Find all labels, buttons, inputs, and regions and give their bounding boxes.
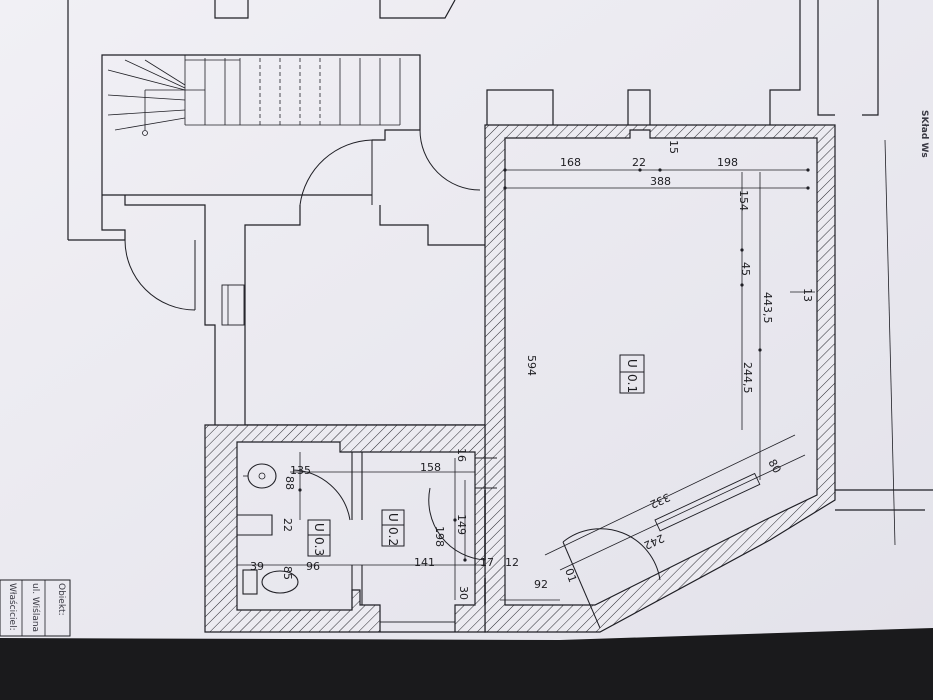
svg-text:0.2: 0.2 — [386, 527, 400, 546]
dim-594: 594 — [525, 355, 538, 376]
dim-01: 01 — [562, 567, 579, 585]
dim-388: 388 — [650, 175, 671, 188]
title-block: Obiekt: ul. Wiślana Właściciel: SKład Ws — [0, 110, 929, 637]
dim-15: 15 — [667, 140, 680, 154]
dim-198-b: 198 — [433, 526, 446, 547]
dim-88: 88 — [283, 476, 296, 490]
dim-85: 85 — [281, 566, 294, 580]
dim-443-5: 443,5 — [761, 292, 774, 324]
svg-text:U: U — [386, 513, 400, 522]
dim-22-b: 22 — [281, 518, 294, 532]
svg-text:U: U — [625, 359, 639, 368]
upper-wall-outline — [214, 0, 249, 19]
dim-39: 39 — [250, 560, 264, 573]
stair-enclosure — [124, 195, 206, 240]
dim-154: 154 — [737, 190, 750, 211]
dim-158: 158 — [420, 461, 441, 474]
dim-135: 135 — [290, 464, 311, 477]
dim-168: 168 — [560, 156, 581, 169]
dim-16: 16 — [455, 448, 468, 462]
toilet — [242, 569, 258, 595]
middle-room-outline — [204, 240, 216, 425]
upper-wall-outline — [769, 0, 801, 125]
upper-wall-outline — [862, 0, 879, 116]
dim-12: 12 — [505, 556, 519, 569]
paper-sheet — [0, 0, 933, 640]
dim-17: 17 — [480, 556, 494, 569]
dim-45: 45 — [739, 262, 752, 276]
middle-room-outline — [379, 205, 485, 246]
room-label-u02: U 0.2 — [381, 509, 405, 547]
stair-enclosure — [68, 54, 421, 241]
dim-13: 13 — [801, 288, 814, 302]
room-label-u03: U 0.3 — [307, 519, 331, 557]
room-label-u01: U 0.1 — [619, 354, 645, 394]
dim-149: 149 — [455, 514, 468, 535]
dim-92: 92 — [534, 578, 548, 591]
dim-198: 198 — [717, 156, 738, 169]
dim-22: 22 — [632, 156, 646, 169]
svg-text:0.3: 0.3 — [312, 537, 326, 556]
title-block-corner: SKład Ws — [919, 110, 929, 158]
dim-96: 96 — [306, 560, 320, 573]
middle-room-outline — [244, 205, 301, 425]
dim-30: 30 — [457, 586, 470, 600]
upper-wall-outline — [817, 0, 835, 116]
title-block-obiekt: Obiekt: — [56, 583, 66, 616]
dim-80: 80 — [765, 457, 783, 476]
svg-text:U: U — [312, 523, 326, 532]
title-block-owner: Właściciel: — [7, 583, 18, 631]
dim-141: 141 — [414, 556, 435, 569]
svg-text:0.1: 0.1 — [625, 374, 639, 393]
upper-wall-outline — [379, 0, 456, 19]
dim-244-5: 244,5 — [741, 362, 754, 394]
title-block-address: ul. Wiślana — [30, 583, 41, 632]
